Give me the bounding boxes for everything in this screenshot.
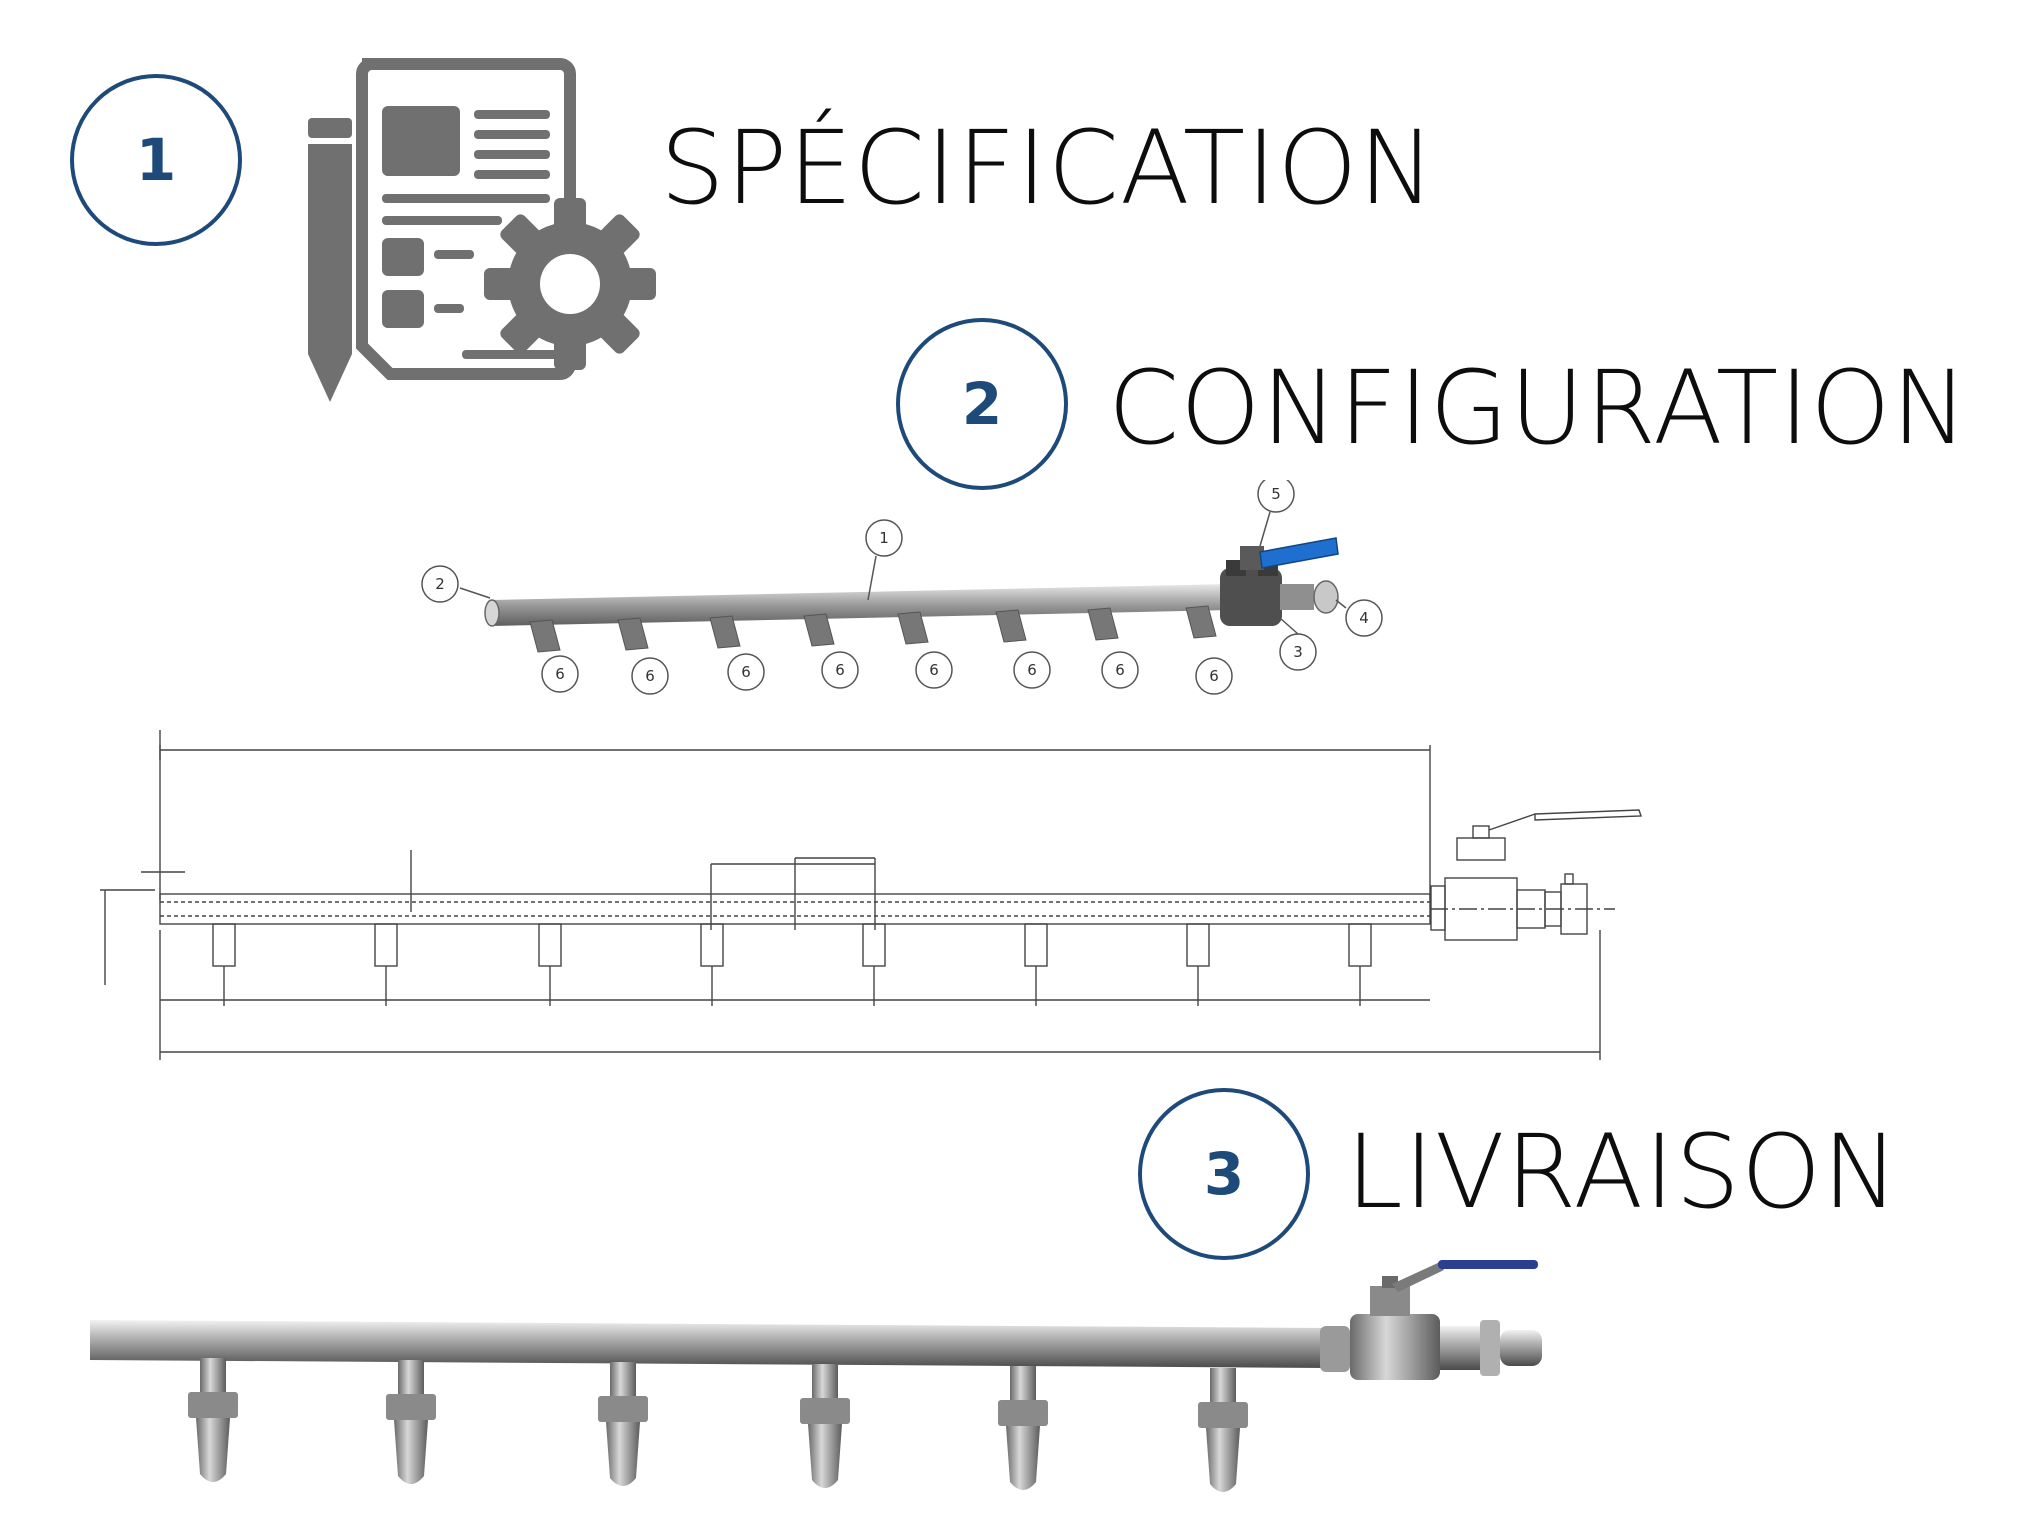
step-number: 2 — [961, 370, 1003, 438]
step-number-badge: 2 — [896, 318, 1068, 490]
callout-handle: 5 — [1271, 485, 1281, 503]
step-number-badge: 1 — [70, 74, 242, 246]
step-number-badge: 3 — [1138, 1088, 1310, 1260]
callout-outlet: 6 — [555, 665, 565, 683]
step-title: CONFIGURATION — [1108, 349, 1969, 468]
step-number: 1 — [135, 126, 177, 194]
step-title: SPÉCIFICATION — [660, 109, 1436, 228]
step-title: LIVRAISON — [1346, 1113, 1900, 1232]
callout-outlet: 6 — [835, 661, 845, 679]
callout-outlet: 6 — [929, 661, 939, 679]
callout-outlet: 6 — [1027, 661, 1037, 679]
iso-valve — [1220, 537, 1339, 626]
isometric-assembly-drawing: 2 1 5 3 4 6 6 6 6 6 6 6 6 — [421, 480, 1383, 695]
technical-drawing — [100, 730, 1642, 1060]
callout-outlet: 6 — [645, 667, 655, 685]
callout-outlet: 6 — [1209, 667, 1219, 685]
callout-valve-body: 3 — [1293, 643, 1303, 661]
callout-end-cap: 2 — [435, 575, 445, 593]
callout-outlet: 6 — [1115, 661, 1125, 679]
iso-pipe — [484, 584, 1230, 627]
callout-coupling: 4 — [1359, 609, 1369, 627]
callout-pipe: 1 — [879, 529, 889, 547]
document-gear-pencil-icon — [308, 58, 656, 402]
step-number: 3 — [1203, 1140, 1245, 1208]
manifold-product-photo — [90, 1260, 1542, 1492]
callout-outlet: 6 — [741, 663, 751, 681]
